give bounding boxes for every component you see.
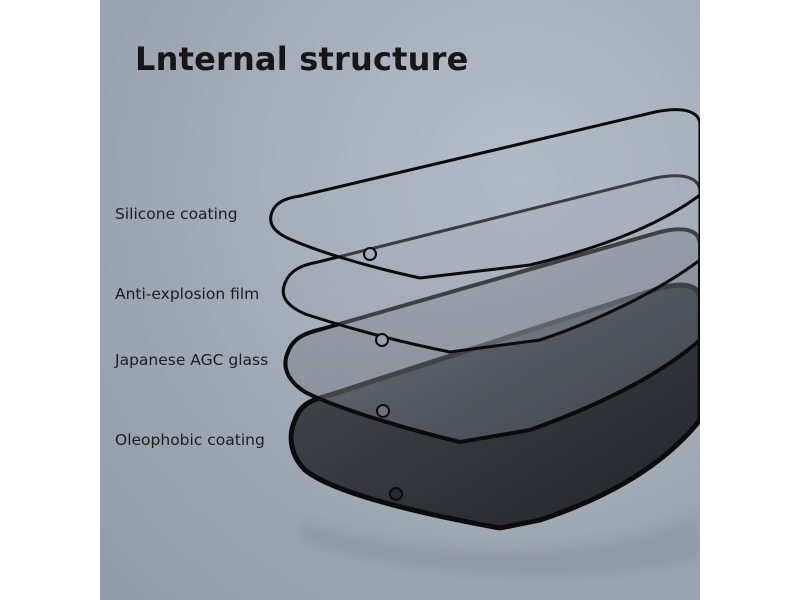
page-title: Lnternal structure (135, 40, 469, 78)
camera-hole (376, 404, 390, 418)
camera-hole (363, 247, 377, 261)
drop-shadow (300, 510, 700, 578)
product-graphic: Lnternal structure Silicone coating Anti… (100, 0, 700, 600)
screen-protector-layers (269, 108, 700, 578)
camera-hole (375, 333, 389, 347)
label-japanese-agc-glass: Japanese AGC glass (115, 351, 269, 369)
label-oleophobic-coating: Oleophobic coating (115, 431, 265, 449)
label-silicone-coating: Silicone coating (115, 205, 238, 223)
layer-japanese-agc-glass (283, 227, 700, 445)
camera-hole (389, 487, 403, 501)
layer-anti-explosion-film (281, 174, 700, 354)
label-anti-explosion-film: Anti-explosion film (115, 285, 260, 303)
layer-silicone-coating (269, 108, 700, 280)
